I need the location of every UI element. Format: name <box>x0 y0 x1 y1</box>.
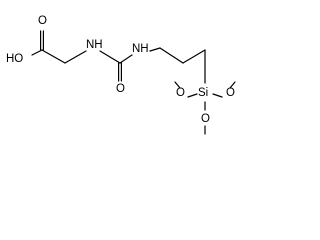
atom-label-o-si-right: O <box>226 87 235 99</box>
atom-label-o-urea: O <box>116 83 125 95</box>
bond-nh-c4 <box>149 47 161 52</box>
bond-c1-ho <box>31 49 43 56</box>
bond-o-right-ch3 <box>229 81 236 89</box>
chemical-structure-diagram: HO O NH O NH Si O O O <box>6 15 236 135</box>
atom-label-nh-amide: NH <box>86 39 103 51</box>
atom-label-o-acid: O <box>38 15 47 27</box>
atom-label-si: Si <box>198 87 208 99</box>
bond-nh-c3 <box>99 50 121 64</box>
atom-label-nh-urea: NH <box>132 43 149 55</box>
bond-c5-c6 <box>182 49 206 64</box>
atom-label-o-si-left: O <box>176 87 185 99</box>
atom-label-o-si-bottom: O <box>201 113 210 125</box>
bond-c4-c5 <box>159 47 184 64</box>
bond-si-o-right <box>212 93 223 98</box>
bond-c1-c2 <box>41 49 66 64</box>
bond-c2-nh <box>64 50 87 64</box>
bond-o-left-ch3 <box>174 81 181 89</box>
bond-si-o-left <box>187 93 198 98</box>
bond-c3-nh <box>119 54 133 64</box>
atom-label-ho: HO <box>6 53 23 65</box>
